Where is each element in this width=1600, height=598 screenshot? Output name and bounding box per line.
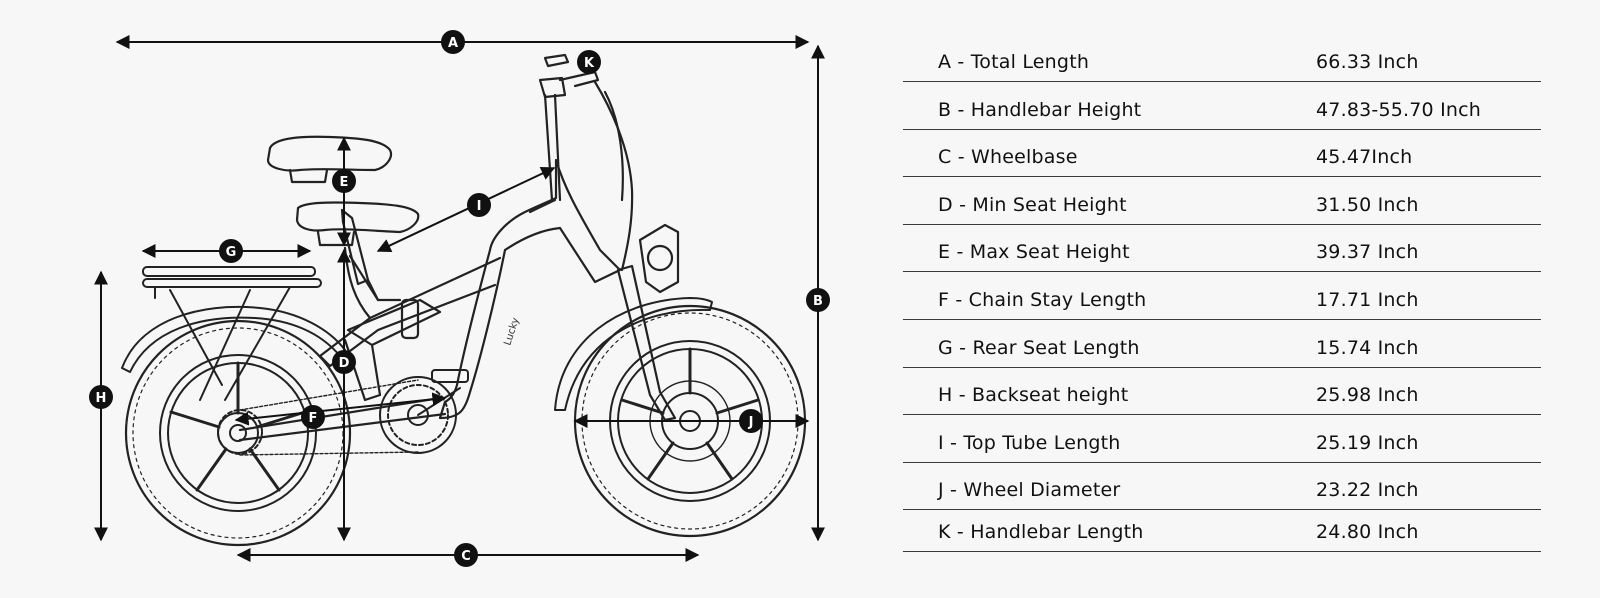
spec-row: G - Rear Seat Length 15.74 Inch	[903, 320, 1541, 368]
spec-value: 17.71 Inch	[1316, 289, 1419, 311]
spec-label: D - Min Seat Height	[938, 193, 1127, 216]
spec-row: J - Wheel Diameter 23.22 Inch	[903, 462, 1541, 511]
spec-value: 47.83-55.70 Inch	[1316, 98, 1482, 121]
spec-row: K - Handlebar Length 24.80 Inch	[903, 504, 1541, 552]
spec-row: H - Backseat height 25.98 Inch	[903, 367, 1541, 416]
dimension-line-f	[234, 392, 447, 426]
marker-letter: B	[813, 294, 823, 309]
marker-letter: E	[340, 175, 349, 190]
spec-value: 45.47Inch	[1316, 146, 1413, 169]
rear-rack	[142, 266, 322, 401]
spec-label: E - Max Seat Height	[938, 241, 1130, 264]
spec-value: 15.74 Inch	[1316, 336, 1419, 359]
spec-value: 24.80 Inch	[1316, 521, 1419, 543]
spec-value: 25.19 Inch	[1316, 431, 1419, 454]
spec-row: B - Handlebar Height 47.83-55.70 Inch	[903, 82, 1541, 130]
marker-e: E	[332, 169, 356, 193]
marker-j: J	[739, 409, 763, 433]
rear-wheel	[124, 319, 352, 547]
spec-row: A - Total Length 66.33 Inch	[903, 34, 1541, 82]
spec-label: B - Handlebar Height	[938, 98, 1142, 121]
bike-drawing	[121, 53, 807, 547]
marker-letter: A	[448, 36, 458, 51]
marker-b: B	[806, 288, 830, 312]
marker-letter: C	[461, 549, 471, 564]
marker-letter: J	[748, 415, 754, 430]
spec-value: 66.33 Inch	[1316, 51, 1419, 73]
spec-row: C - Wheelbase 45.47Inch	[903, 129, 1541, 178]
marker-i: I	[467, 193, 491, 217]
spec-label: A - Total Length	[938, 51, 1090, 73]
crankset	[379, 369, 469, 454]
spec-label: J - Wheel Diameter	[938, 479, 1121, 502]
spec-label: C - Wheelbase	[938, 146, 1078, 169]
spec-value: 31.50 Inch	[1316, 193, 1419, 216]
spec-label: H - Backseat height	[938, 384, 1129, 407]
marker-letter: I	[477, 199, 482, 214]
spec-value: 39.37 Inch	[1316, 241, 1419, 264]
spec-row: I - Top Tube Length 25.19 Inch	[903, 415, 1541, 463]
spec-value: 25.98 Inch	[1316, 384, 1419, 407]
marker-k: K	[577, 50, 601, 74]
front-fender	[554, 297, 713, 411]
spec-label: G - Rear Seat Length	[938, 336, 1140, 359]
marker-c: C	[454, 543, 478, 567]
spec-row: F - Chain Stay Length 17.71 Inch	[903, 272, 1541, 320]
marker-h: H	[89, 385, 113, 409]
marker-f: F	[301, 405, 325, 429]
marker-g: G	[219, 239, 243, 263]
spec-label: F - Chain Stay Length	[938, 289, 1147, 311]
marker-letter: H	[96, 391, 107, 406]
marker-letter: G	[226, 245, 237, 260]
spec-label: I - Top Tube Length	[938, 431, 1121, 454]
marker-letter: F	[309, 411, 318, 426]
marker-letter: D	[339, 356, 350, 371]
marker-a: A	[441, 30, 465, 54]
spec-label: K - Handlebar Length	[938, 521, 1144, 543]
spec-row: E - Max Seat Height 39.37 Inch	[903, 224, 1541, 273]
bike-dimension-diagram: Lucky A B C D E F G H I J K	[89, 30, 830, 567]
marker-letter: K	[584, 56, 595, 71]
spec-value: 23.22 Inch	[1316, 479, 1419, 502]
marker-d: D	[332, 350, 356, 374]
dimension-line-i	[376, 167, 556, 252]
bike-brand: Lucky	[502, 316, 521, 347]
spec-row: D - Min Seat Height 31.50 Inch	[903, 177, 1541, 225]
